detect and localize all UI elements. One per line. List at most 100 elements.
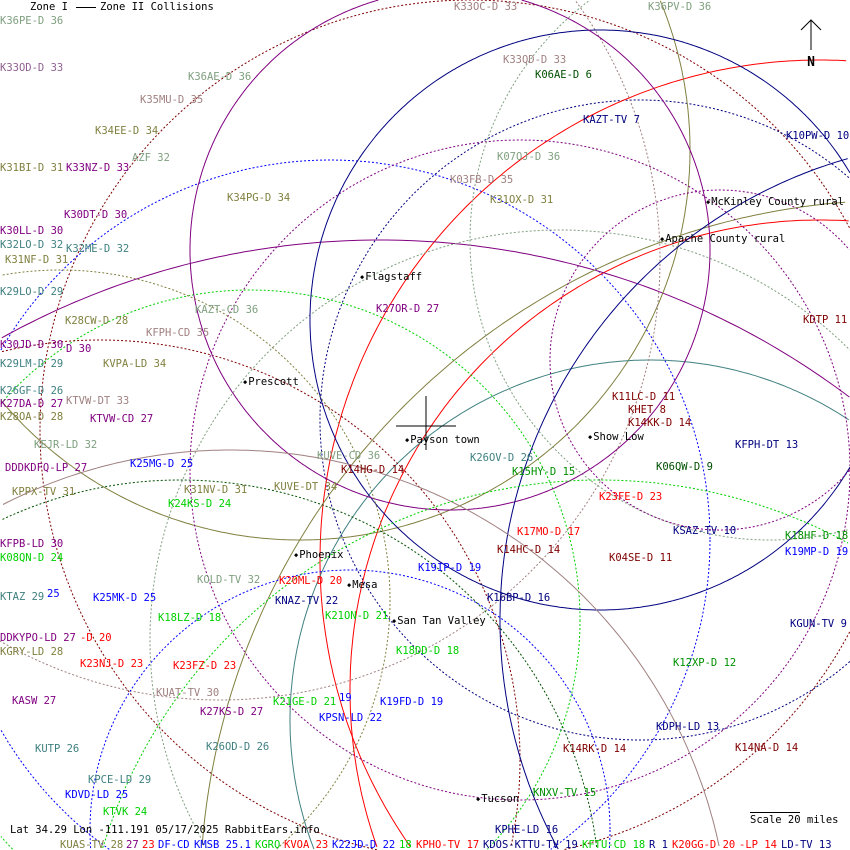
station-label[interactable]: K30DT-D 30 — [64, 209, 128, 221]
station-label[interactable]: K08QN-D 24 — [0, 552, 64, 564]
station-label[interactable]: K19MP-D 19 — [785, 546, 849, 558]
station-label[interactable]: K33OD-D 33 — [0, 62, 64, 74]
station-label[interactable]: KUAS-TV 28 — [60, 839, 124, 850]
station-label[interactable]: K26OD-D 26 — [206, 741, 270, 753]
station-label[interactable]: DDDKDFQ-LP 27 — [5, 462, 88, 474]
station-label[interactable]: K07OJ-D 36 — [497, 151, 561, 163]
station-label[interactable]: KUVE-DT 34 — [274, 481, 338, 493]
station-label[interactable]: KMSB 25.1 — [194, 839, 251, 850]
station-label[interactable]: -D 20 — [80, 632, 112, 644]
station-label[interactable]: K24KS-D 24 — [168, 498, 232, 510]
station-label[interactable]: K19FD-D 19 — [380, 696, 444, 708]
station-label[interactable]: DDKYPO-LD 27 — [0, 632, 76, 644]
station-label[interactable]: KFPH-DT 13 — [735, 439, 799, 451]
station-label[interactable]: K29LO-D 29 — [0, 286, 64, 298]
station-label[interactable]: KAZT-CD 36 — [195, 304, 259, 316]
station-label[interactable]: 27 — [126, 839, 139, 850]
station-label[interactable]: K10PW-D 10 — [786, 130, 850, 142]
station-label[interactable]: K31NV-D 31 — [184, 484, 248, 496]
station-label[interactable]: KUAT-TV 30 — [156, 687, 220, 699]
station-label[interactable]: K36PV-D 36 — [648, 1, 712, 13]
station-label[interactable]: KTVW-DT 33 — [66, 395, 130, 407]
station-label[interactable]: KOLD-TV 32 — [197, 574, 261, 586]
station-label[interactable]: K32LO-D 32 — [0, 239, 64, 251]
station-label[interactable]: K33OC-D 33 — [454, 1, 518, 13]
station-label[interactable]: KPPX-TV 31 — [12, 486, 76, 498]
station-label[interactable]: K27DA-D 27 — [0, 398, 64, 410]
station-label[interactable]: K03FB-D 35 — [450, 174, 514, 186]
station-label[interactable]: KSAZ-TV 10 — [673, 525, 737, 537]
station-label[interactable]: KGUN-TV 9 — [790, 618, 847, 630]
station-label[interactable]: KASW 27 — [12, 695, 57, 707]
station-label[interactable]: K33QD-D 33 — [503, 54, 567, 66]
station-label[interactable]: KTAZ 29 — [0, 591, 45, 603]
station-label[interactable]: KDOS-KTTU-TV 19 — [483, 839, 578, 850]
station-label[interactable]: K12XP-D 12 — [673, 657, 737, 669]
station-label[interactable]: K06AE-D 6 — [535, 69, 592, 81]
station-label[interactable]: K31OX-D 31 — [490, 194, 554, 206]
station-label[interactable]: D 30 — [66, 343, 92, 355]
station-label[interactable]: K15HY-D 15 — [512, 466, 576, 478]
station-label[interactable]: K35MU-D 35 — [140, 94, 204, 106]
station-label[interactable]: K16BP-D 16 — [487, 592, 551, 604]
station-label[interactable]: K21GE-D 21 — [273, 696, 337, 708]
station-label[interactable]: K14HG-D 14 — [341, 464, 405, 476]
station-label[interactable]: K23FE-D 23 — [599, 491, 663, 503]
station-label[interactable]: K26OV-D 26 — [470, 452, 534, 464]
station-label[interactable]: K21ON-D 21 — [325, 610, 389, 622]
station-label[interactable]: KVOA 23 — [284, 839, 329, 850]
station-label[interactable]: KAZT-TV 7 — [583, 114, 640, 126]
station-label[interactable]: KTVW-CD 27 — [90, 413, 154, 425]
station-label[interactable]: KGRY-LD 28 — [0, 646, 64, 658]
station-label[interactable]: K30LL-D 30 — [0, 225, 64, 237]
station-label[interactable]: K14RK-D 14 — [563, 743, 627, 755]
station-label[interactable]: -LP 14 — [739, 839, 777, 850]
station-label[interactable]: K31NF-D 31 — [5, 254, 69, 266]
station-label[interactable]: DF-CD — [158, 839, 190, 850]
station-label[interactable]: KNAZ-TV 22 — [275, 595, 339, 607]
station-label[interactable]: K11LC-D 11 — [612, 391, 676, 403]
station-label[interactable]: K26GF-D 26 — [0, 385, 64, 397]
station-label[interactable]: KPHO-TV 17 — [416, 839, 480, 850]
station-label[interactable]: KEJR-LD 32 — [34, 439, 98, 451]
station-label[interactable]: KUTP 26 — [35, 743, 80, 755]
station-label[interactable]: KHET 8 — [628, 404, 666, 416]
station-label[interactable]: K06QW-D 9 — [656, 461, 713, 473]
station-label[interactable]: K34EE-D 34 — [95, 125, 159, 137]
station-label[interactable]: AZF 32 — [132, 152, 170, 164]
station-label[interactable]: R 1 — [649, 839, 668, 850]
station-label[interactable]: K27OR-D 27 — [376, 303, 440, 315]
station-label[interactable]: K14HC-D 14 — [497, 544, 561, 556]
station-label[interactable]: K25MK-D 25 — [93, 592, 157, 604]
station-label[interactable]: K31BI-D 31 — [0, 162, 64, 174]
station-label[interactable]: KDTP 11 — [803, 314, 848, 326]
station-label[interactable]: 25 — [47, 588, 60, 600]
station-label[interactable]: K14NA-D 14 — [735, 742, 799, 754]
station-label[interactable]: K29LM-D 29 — [0, 358, 64, 370]
station-label[interactable]: K22JD-D 22 — [332, 839, 396, 850]
station-label[interactable]: KDPH-LD 13 — [656, 721, 720, 733]
station-label[interactable]: KVPA-LD 34 — [103, 358, 167, 370]
station-label[interactable]: KDVD-LD 25 — [65, 789, 129, 801]
station-label[interactable]: LD-TV 13 — [781, 839, 832, 850]
station-label[interactable]: KFPH-CD 35 — [146, 327, 210, 339]
station-label[interactable]: KNXV-TV 15 — [533, 787, 597, 799]
station-label[interactable]: K28OA-D 28 — [0, 411, 64, 423]
station-label[interactable]: K25MG-D 25 — [130, 458, 194, 470]
station-label[interactable]: 19 — [339, 692, 352, 704]
station-label[interactable]: K23FZ-D 23 — [173, 660, 237, 672]
station-label[interactable]: KGRO — [255, 839, 281, 850]
station-label[interactable]: K34PG-D 34 — [227, 192, 291, 204]
station-label[interactable]: K17MO-D 17 — [517, 526, 581, 538]
station-label[interactable]: K27KS-D 27 — [200, 706, 264, 718]
station-label[interactable]: K14KK-D 14 — [628, 417, 692, 429]
station-label[interactable]: KTVK 24 — [103, 806, 148, 818]
station-label[interactable]: K28CW-D 28 — [65, 315, 129, 327]
station-label[interactable]: KPHE-LD 16 — [495, 824, 559, 836]
station-label[interactable]: K18HF-D 18 — [785, 530, 849, 542]
station-label[interactable]: 18 — [399, 839, 412, 850]
station-label[interactable]: KPCE-LD 29 — [88, 774, 152, 786]
station-label[interactable]: 23 — [142, 839, 155, 850]
station-label[interactable]: KFPB-LD 30 — [0, 538, 64, 550]
